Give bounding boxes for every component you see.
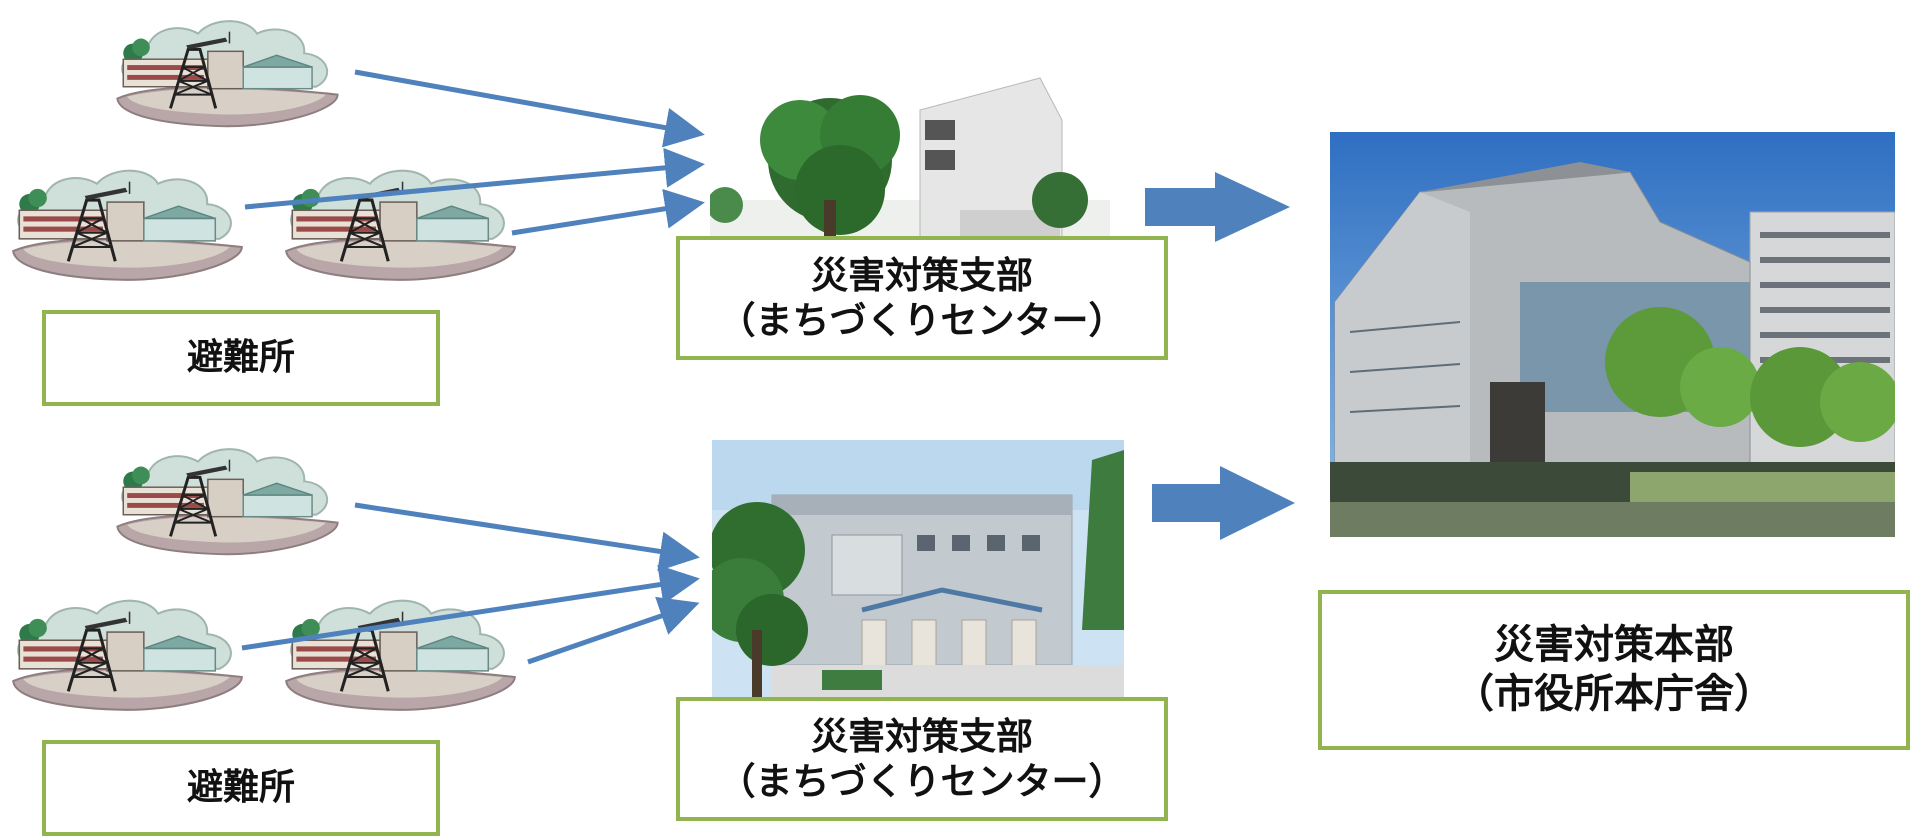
shelter-label-box: 避難所	[42, 310, 440, 406]
shelter-label: 避難所	[186, 337, 295, 379]
branch-name-line2: （まちづくりセンター）	[718, 760, 1126, 803]
branch-name-line1: 災害対策支部	[811, 714, 1033, 758]
hq-name-line2: （市役所本庁舎）	[1454, 671, 1774, 717]
branch-to-hq-arrow	[1145, 172, 1290, 242]
shelter-to-branch-arrow	[244, 147, 705, 210]
shelter-to-branch-arrow	[354, 69, 705, 148]
branch-label-box-lower: 災害対策支部 （まちづくりセンター）	[676, 697, 1168, 821]
shelter-to-branch-arrow	[241, 564, 700, 651]
hq-name-line1: 災害対策本部	[1494, 622, 1734, 669]
shelter-to-branch-arrow	[527, 596, 700, 665]
branch-name-line2: （まちづくりセンター）	[718, 299, 1126, 342]
shelter-to-branch-arrow	[354, 502, 700, 572]
shelter-to-branch-arrow	[511, 188, 705, 236]
branch-to-hq-arrow	[1152, 466, 1295, 540]
photo-branch-upper	[710, 50, 1110, 240]
branch-label-box-upper: 災害対策支部 （まちづくりセンター）	[676, 236, 1168, 360]
hq-label-box: 災害対策本部 （市役所本庁舎）	[1318, 590, 1910, 750]
photo-city-hall	[1330, 132, 1895, 537]
shelter-label: 避難所	[186, 767, 295, 809]
branch-name-line1: 災害対策支部	[811, 253, 1033, 297]
photo-branch-lower	[712, 440, 1124, 698]
